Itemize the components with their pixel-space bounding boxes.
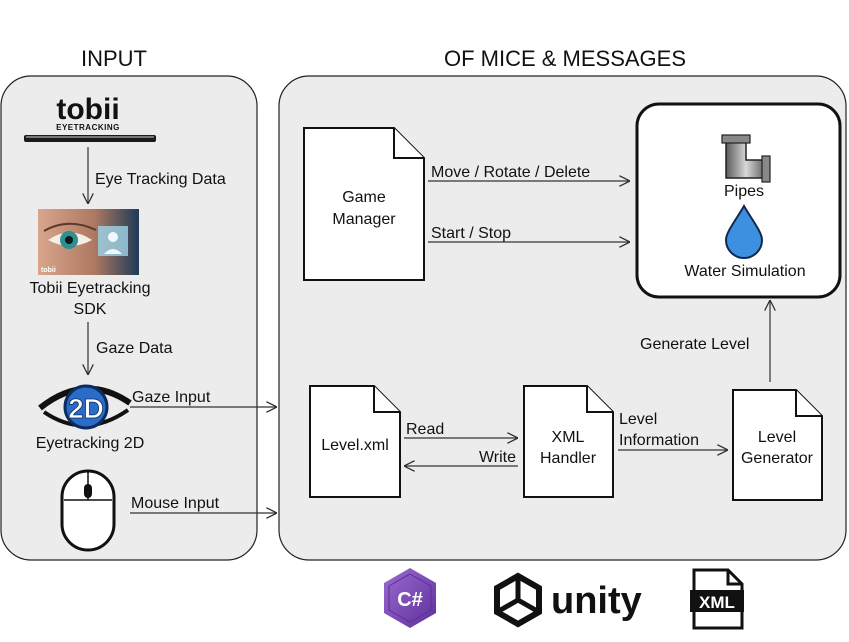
game-manager-document: Game Manager <box>303 127 425 281</box>
tobii-logo-text: tobii <box>56 93 119 126</box>
document-icon <box>523 385 614 498</box>
document-icon <box>303 127 425 281</box>
sdk-label-line1: Tobii Eyetracking <box>30 280 151 297</box>
xml-file-icon: XML <box>690 568 744 630</box>
input-header: INPUT <box>81 46 147 71</box>
tobii-logo: tobii EYETRACKING <box>24 93 156 142</box>
xml-handler-document: XML Handler <box>523 385 614 498</box>
eyetracking-2d-logo-text: 2D <box>68 393 104 424</box>
main-header: OF MICE & MESSAGES <box>444 46 686 71</box>
start-stop-label: Start / Stop <box>431 225 511 242</box>
unity-wordmark: unity <box>551 580 642 622</box>
gaze-data-label: Gaze Data <box>96 340 173 357</box>
water-simulation-label: Water Simulation <box>684 263 805 280</box>
pipes-label: Pipes <box>724 183 764 200</box>
eye-photo: tobii <box>38 209 139 275</box>
eye-photo-brand: tobii <box>41 267 56 274</box>
document-icon <box>309 385 401 498</box>
level-generator-label-line2: Generator <box>741 450 814 467</box>
level-xml-label: Level.xml <box>321 437 389 454</box>
mouse-input-label: Mouse Input <box>131 495 220 512</box>
csharp-symbol: C# <box>397 589 423 611</box>
eyetracking-2d-label: Eyetracking 2D <box>36 435 145 452</box>
csharp-logo: C# <box>384 568 436 628</box>
xml-file-text: XML <box>699 593 735 612</box>
mouse-icon <box>60 469 116 552</box>
game-manager-label-line2: Manager <box>332 211 396 228</box>
level-information-label-line2: Information <box>619 432 699 449</box>
level-generator-document: Level Generator <box>732 389 823 501</box>
level-generator-label-line1: Level <box>758 429 796 446</box>
input-panel <box>0 75 258 561</box>
level-information-label-line1: Level <box>619 411 657 428</box>
write-label: Write <box>479 449 516 466</box>
gaze-input-label: Gaze Input <box>132 389 211 406</box>
water-drop-icon <box>724 203 764 259</box>
level-xml-document: Level.xml <box>309 385 401 498</box>
read-label: Read <box>406 421 444 438</box>
xml-handler-label-line2: Handler <box>540 450 597 467</box>
pipe-icon <box>721 134 771 183</box>
generate-level-label: Generate Level <box>640 336 749 353</box>
sdk-label-line2: SDK <box>74 301 107 318</box>
game-manager-label-line1: Game <box>342 189 386 206</box>
eye-tracking-data-label: Eye Tracking Data <box>95 171 226 188</box>
eyetracking-2d-logo: 2D <box>38 384 132 430</box>
move-rotate-delete-label: Move / Rotate / Delete <box>431 164 590 181</box>
unity-logo: unity <box>494 572 642 628</box>
tobii-logo-subtext: EYETRACKING <box>56 123 120 132</box>
xml-handler-label-line1: XML <box>552 429 585 446</box>
document-icon <box>732 389 823 501</box>
simulation-box <box>635 102 842 299</box>
